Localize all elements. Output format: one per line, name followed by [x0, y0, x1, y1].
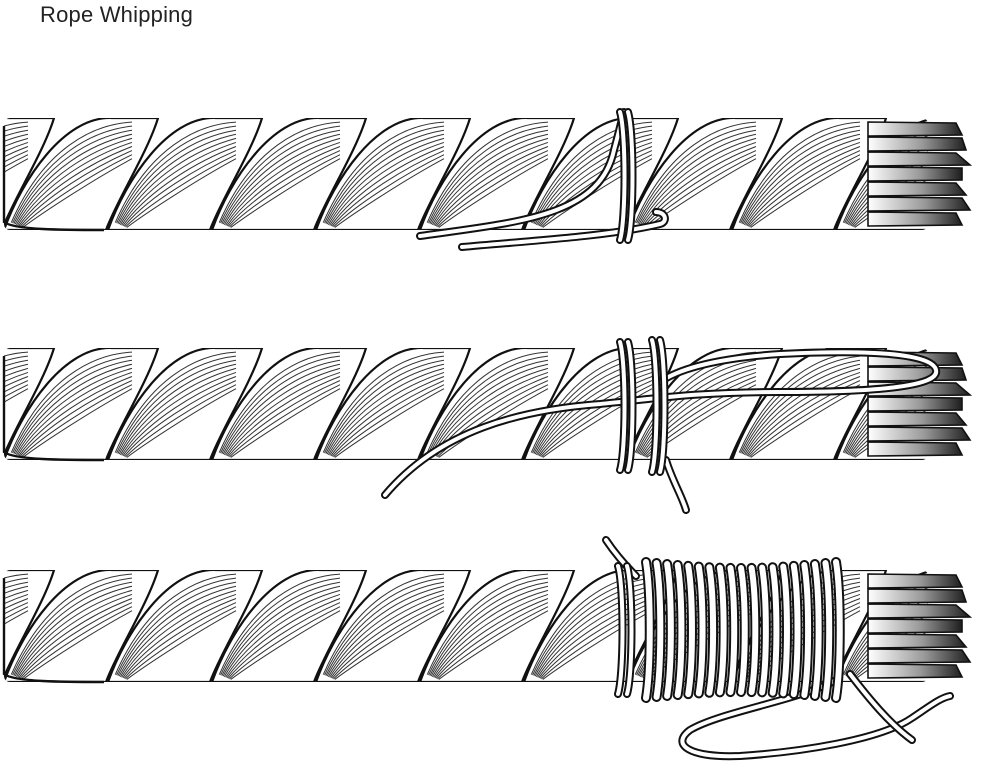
frayed-rope-end: [867, 121, 973, 227]
whipping-cord-step-3: [602, 536, 954, 761]
frayed-rope-end: [867, 351, 973, 457]
whipping-cord-step-1: [416, 108, 669, 251]
rope-step-3: [2, 570, 973, 684]
rope-step-2: [2, 348, 973, 462]
whipping-cord-step-2: [381, 336, 941, 514]
page-title: Rope Whipping: [40, 2, 194, 27]
rope-step-1: [2, 118, 973, 232]
frayed-rope-end: [867, 573, 973, 679]
